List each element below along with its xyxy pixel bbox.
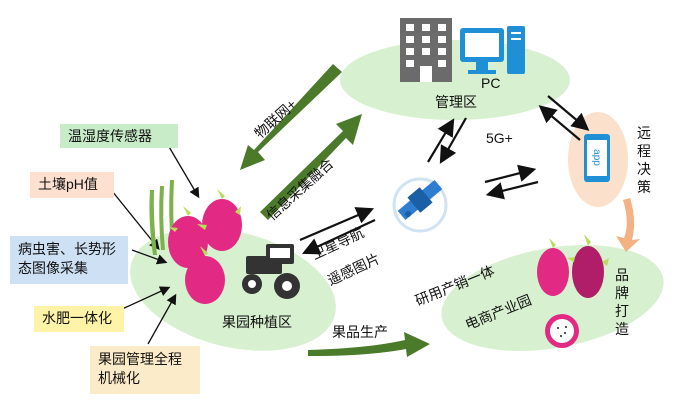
iot-arrow <box>240 64 342 170</box>
fiveg-label: 5G+ <box>486 130 513 146</box>
dragon-fruit-icon <box>168 189 242 304</box>
building-icon <box>400 18 452 82</box>
management-region <box>340 40 570 120</box>
satellite-ecommerce-arrows <box>484 164 539 200</box>
satellite-orchard-arrows <box>299 207 376 255</box>
fruit-production-label: 果品生产 <box>332 324 388 340</box>
pc-label: PC <box>481 75 501 91</box>
brand-label: 品牌打造 <box>615 267 629 337</box>
management-phone-arrows <box>538 95 590 141</box>
orchard-label: 果园种植区 <box>222 314 292 330</box>
pc-icon <box>460 26 525 74</box>
orchard-mechanization-text: 果园管理全程机械化 <box>98 351 182 386</box>
phone-icon <box>584 134 610 182</box>
remote-decision-label: 远程决策 <box>637 125 651 195</box>
decision-to-brand-arrow <box>616 198 640 252</box>
app-label: app <box>590 149 602 166</box>
tractor-icon <box>242 244 300 299</box>
orchard-mechanization-box: 果园管理全程机械化 <box>90 346 200 394</box>
pest-image-collection-box: 病虫害、长势形态图像采集 <box>10 236 128 284</box>
sprout-icon <box>149 180 175 255</box>
pest-image-collection-text: 病虫害、长势形态图像采集 <box>18 241 116 276</box>
fruit-production-arrow <box>308 332 430 357</box>
water-fertilizer-box: 水肥一体化 <box>34 306 124 332</box>
soil-ph-box: 土壤pH值 <box>30 172 114 198</box>
sensor-pointer-lines <box>107 139 200 345</box>
satellite-management-arrows <box>427 117 467 164</box>
management-label: 管理区 <box>435 94 477 110</box>
ecommerce-fruit-icon <box>537 234 609 348</box>
satellite-icon <box>392 177 448 233</box>
temp-humidity-sensor-box: 温湿度传感器 <box>60 124 178 148</box>
info-fusion-arrow <box>260 114 362 220</box>
